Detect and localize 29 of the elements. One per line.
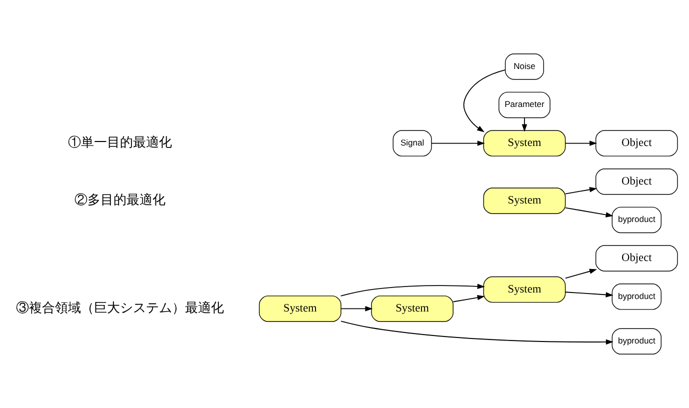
node-box: System bbox=[483, 130, 566, 156]
node-box: Noise bbox=[504, 53, 544, 80]
node-box: System bbox=[483, 188, 566, 214]
arrow bbox=[340, 284, 485, 296]
arrow bbox=[340, 320, 614, 345]
node-box: System bbox=[258, 296, 342, 322]
node-box: System bbox=[483, 276, 566, 303]
arrow bbox=[565, 268, 598, 279]
arrow bbox=[565, 292, 614, 298]
arrow bbox=[565, 207, 614, 218]
node-box: Object bbox=[595, 130, 678, 156]
node-box: Signal bbox=[392, 130, 432, 156]
arrow bbox=[452, 294, 485, 302]
arrow bbox=[522, 117, 528, 132]
arrow bbox=[431, 140, 485, 146]
label: ③複合領域（巨大システム）最適化 bbox=[16, 300, 224, 315]
node-box: System bbox=[371, 296, 454, 322]
node-box: Object bbox=[595, 245, 678, 272]
label: ②多目的最適化 bbox=[74, 192, 166, 207]
arrow bbox=[340, 306, 373, 312]
label: ①単一目的最適化 bbox=[68, 134, 172, 150]
node-box: byproduct bbox=[612, 284, 662, 310]
node-box: byproduct bbox=[612, 206, 662, 234]
arrow bbox=[565, 187, 598, 194]
arrow bbox=[565, 140, 598, 146]
node-box: Parameter bbox=[498, 92, 550, 118]
node-box: byproduct bbox=[612, 328, 662, 355]
node-box: Object bbox=[595, 168, 678, 195]
arrow bbox=[463, 69, 506, 132]
